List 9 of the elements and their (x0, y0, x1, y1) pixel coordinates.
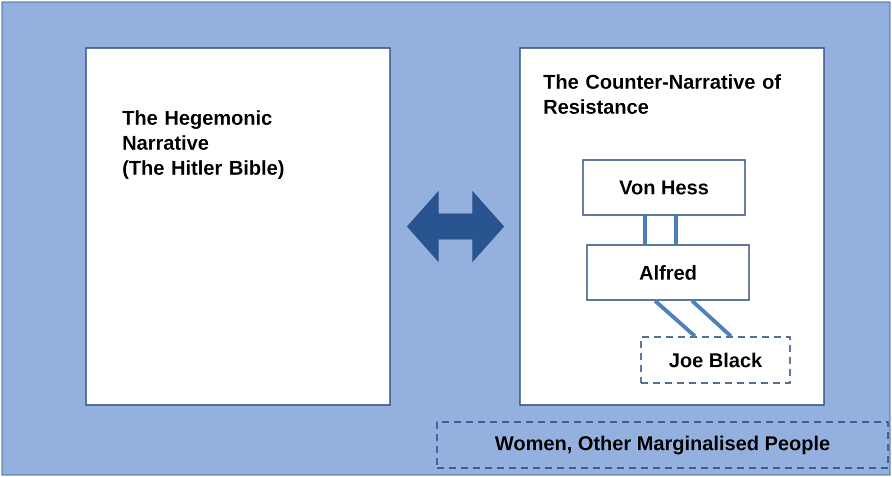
name-box: Von Hess (582, 159, 746, 216)
narrative-box: The Hegemonic Narrative (The Hitler Bible) (85, 47, 391, 406)
name-box: Joe Black (640, 336, 791, 384)
connector-line (690, 299, 732, 338)
connector-line (654, 299, 696, 338)
connector-line (643, 216, 647, 244)
group-box: Women, Other Marginalised People (436, 421, 889, 469)
name-box: Alfred (586, 244, 750, 301)
connector-line (674, 216, 678, 244)
